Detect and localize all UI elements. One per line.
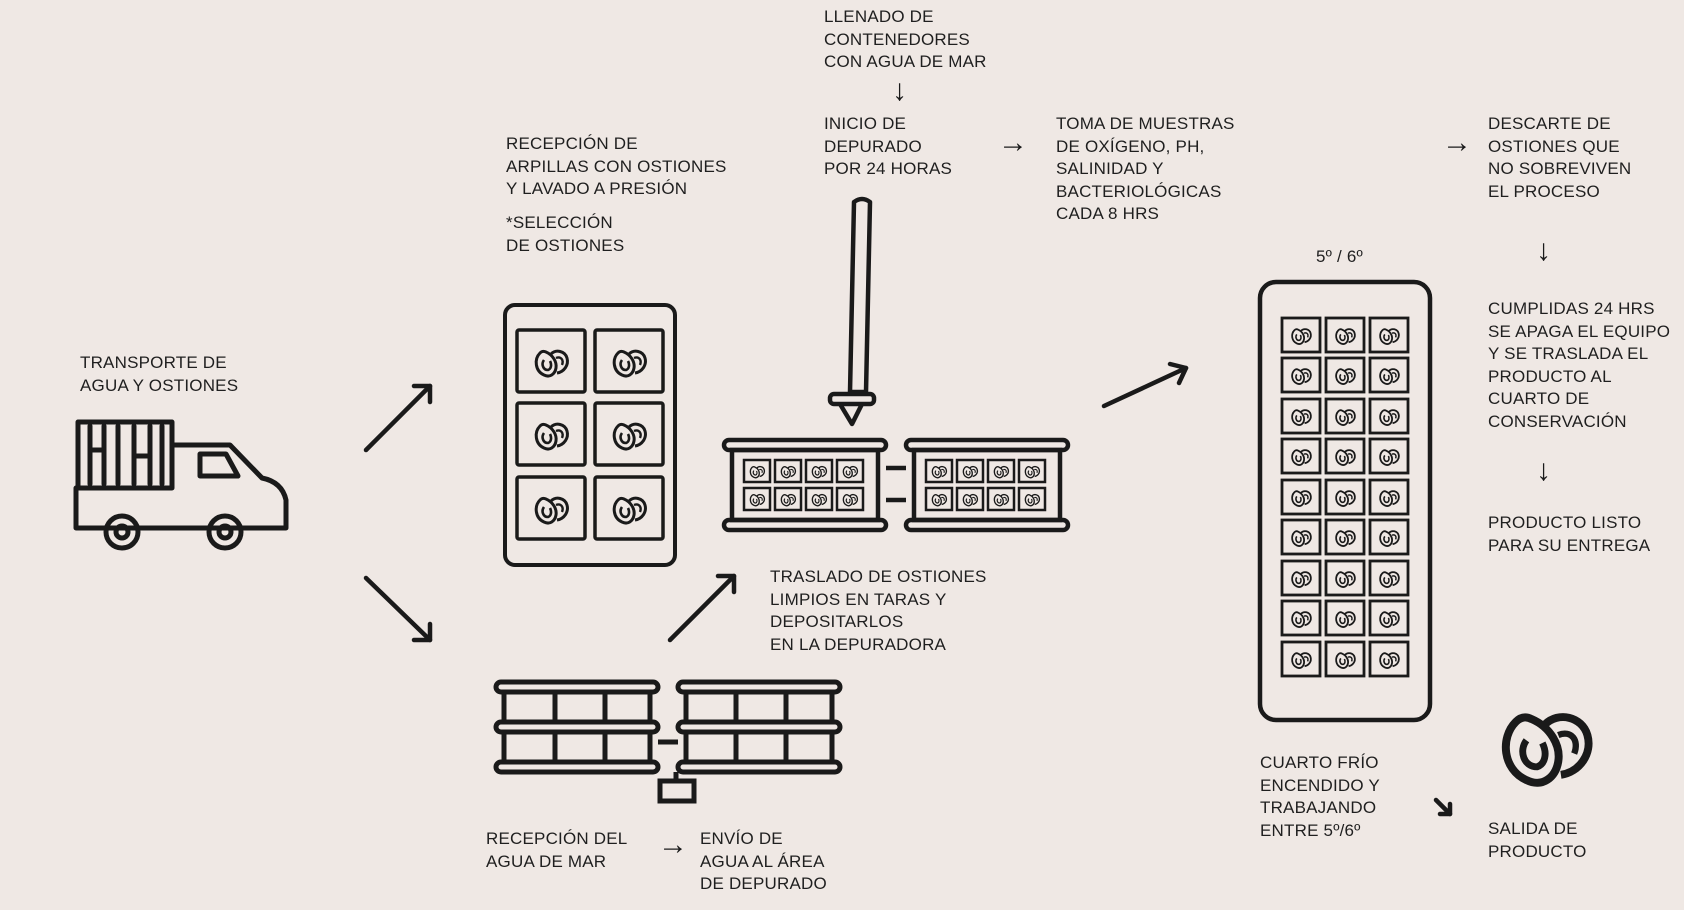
- label-line: CUMPLIDAS 24 HRS: [1488, 299, 1655, 318]
- arrow-right-toma: →: [1442, 126, 1472, 159]
- label-line: PRODUCTO: [1488, 841, 1587, 861]
- label-line: POR 24 HORAS: [824, 159, 953, 178]
- label-line: BACTERIOLÓGICAS: [1056, 181, 1222, 201]
- label-line: PRODUCTO LISTO: [1488, 513, 1642, 532]
- label-line: CADA 8 HRS: [1056, 204, 1160, 223]
- label-line: ENCENDIDO Y: [1260, 775, 1380, 795]
- arrow-right-recepcion-agua: →: [658, 828, 688, 861]
- cold-room-icon: [1257, 279, 1433, 723]
- label-line: TRASLADO DE OSTIONES: [770, 567, 987, 586]
- label-line: TRANSPORTE DE: [80, 353, 227, 372]
- oyster-crate-icon: [503, 303, 677, 567]
- arrow-truck-to-crate: [363, 383, 433, 453]
- label-line: DEPOSITARLOS: [770, 612, 904, 631]
- label-line: SALINIDAD Y: [1056, 159, 1164, 178]
- label-llenado: LLENADO DE CONTENEDORES CON AGUA DE MAR: [824, 6, 987, 74]
- label-recepcion-agua: RECEPCIÓN DEL AGUA DE MAR: [486, 828, 627, 873]
- label-line: CONSERVACIÓN: [1488, 411, 1627, 431]
- label-transporte: TRANSPORTE DE AGUA Y OSTIONES: [80, 352, 238, 397]
- label-seleccion: *SELECCIÓN DE OSTIONES: [506, 212, 624, 257]
- arrow-seawater-to-tanks: [667, 573, 737, 643]
- label-line: Y SE TRASLADA EL: [1488, 344, 1649, 363]
- label-line: 5º / 6º: [1316, 247, 1363, 266]
- arrow-down-descarte: ↓: [1536, 234, 1551, 267]
- label-traslado: TRASLADO DE OSTIONES LIMPIOS EN TARAS Y …: [770, 566, 987, 656]
- label-line: SALIDA DE: [1488, 819, 1578, 838]
- label-line: DE OXÍGENO, PH,: [1056, 136, 1205, 156]
- arrow-truck-to-seawater: [363, 575, 433, 643]
- label-recepcion-arpillas: RECEPCIÓN DE ARPILLAS CON OSTIONES Y LAV…: [506, 133, 727, 201]
- arrow-down-llenado: ↓: [892, 74, 907, 107]
- label-line: CUARTO FRÍO: [1260, 753, 1379, 772]
- label-line: ENVÍO DE: [700, 829, 783, 848]
- label-line: AGUA DE MAR: [486, 851, 607, 871]
- label-line: DEPURADO: [824, 136, 922, 156]
- label-line: DESCARTE DE: [1488, 114, 1611, 133]
- label-toma-muestras: TOMA DE MUESTRAS DE OXÍGENO, PH, SALINID…: [1056, 113, 1235, 226]
- label-line: LLENADO DE: [824, 7, 934, 26]
- arrow-down-cumplidas: ↓: [1536, 454, 1551, 487]
- label-line: OSTIONES QUE: [1488, 136, 1620, 156]
- label-line: CON AGUA DE MAR: [824, 52, 987, 71]
- label-line: PRODUCTO AL: [1488, 366, 1612, 386]
- label-temperatura: 5º / 6º: [1316, 246, 1363, 269]
- label-line: INICIO DE: [824, 114, 907, 133]
- label-line: CUARTO DE: [1488, 389, 1590, 408]
- label-line: EN LA DEPURADORA: [770, 634, 947, 654]
- label-line: AGUA AL ÁREA: [700, 851, 825, 871]
- arrow-right-inicio: →: [998, 126, 1028, 159]
- label-line: RECEPCIÓN DEL: [486, 829, 628, 848]
- label-envio: ENVÍO DE AGUA AL ÁREA DE DEPURADO: [700, 828, 827, 896]
- diagonal-arrows: [363, 361, 1453, 817]
- label-cumplidas: CUMPLIDAS 24 HRS SE APAGA EL EQUIPO Y SE…: [1488, 298, 1670, 433]
- truck-icon: [73, 419, 289, 551]
- label-line: AGUA Y OSTIONES: [80, 375, 239, 395]
- depuration-tanks-icon: [721, 437, 1071, 533]
- label-line: TOMA DE MUESTRAS: [1056, 114, 1235, 133]
- label-line: Y LAVADO A PRESIÓN: [506, 179, 688, 198]
- label-line: LIMPIOS EN TARAS Y: [770, 589, 947, 609]
- label-line: RECEPCIÓN DE: [506, 134, 638, 153]
- label-line: DE DEPURADO: [700, 874, 827, 893]
- label-line: EL PROCESO: [1488, 181, 1600, 201]
- label-salida: SALIDA DE PRODUCTO: [1488, 818, 1587, 863]
- label-descarte: DESCARTE DE OSTIONES QUE NO SOBREVIVEN E…: [1488, 113, 1631, 203]
- label-line: ARPILLAS CON OSTIONES: [506, 156, 727, 176]
- arrow-coldroom-to-output: [1433, 797, 1453, 817]
- label-producto-listo: PRODUCTO LISTO PARA SU ENTREGA: [1488, 512, 1650, 557]
- label-line: TRABAJANDO: [1260, 798, 1377, 817]
- label-line: *SELECCIÓN: [506, 213, 613, 232]
- label-line: ENTRE 5º/6º: [1260, 820, 1361, 840]
- label-line: DE OSTIONES: [506, 235, 625, 255]
- label-line: NO SOBREVIVEN: [1488, 159, 1632, 178]
- label-line: CONTENEDORES: [824, 29, 970, 49]
- label-cuarto-frio: CUARTO FRÍO ENCENDIDO Y TRABAJANDO ENTRE…: [1260, 752, 1380, 842]
- label-line: PARA SU ENTREGA: [1488, 535, 1651, 555]
- label-inicio-depurado: INICIO DE DEPURADO POR 24 HORAS: [824, 113, 952, 181]
- arrow-tanks-to-coldroom: [1101, 361, 1189, 409]
- seawater-tanks-icon: [493, 679, 843, 804]
- label-line: SE APAGA EL EQUIPO: [1488, 321, 1671, 341]
- water-pipe-icon: [827, 196, 877, 427]
- oyster-icon: [1506, 717, 1589, 783]
